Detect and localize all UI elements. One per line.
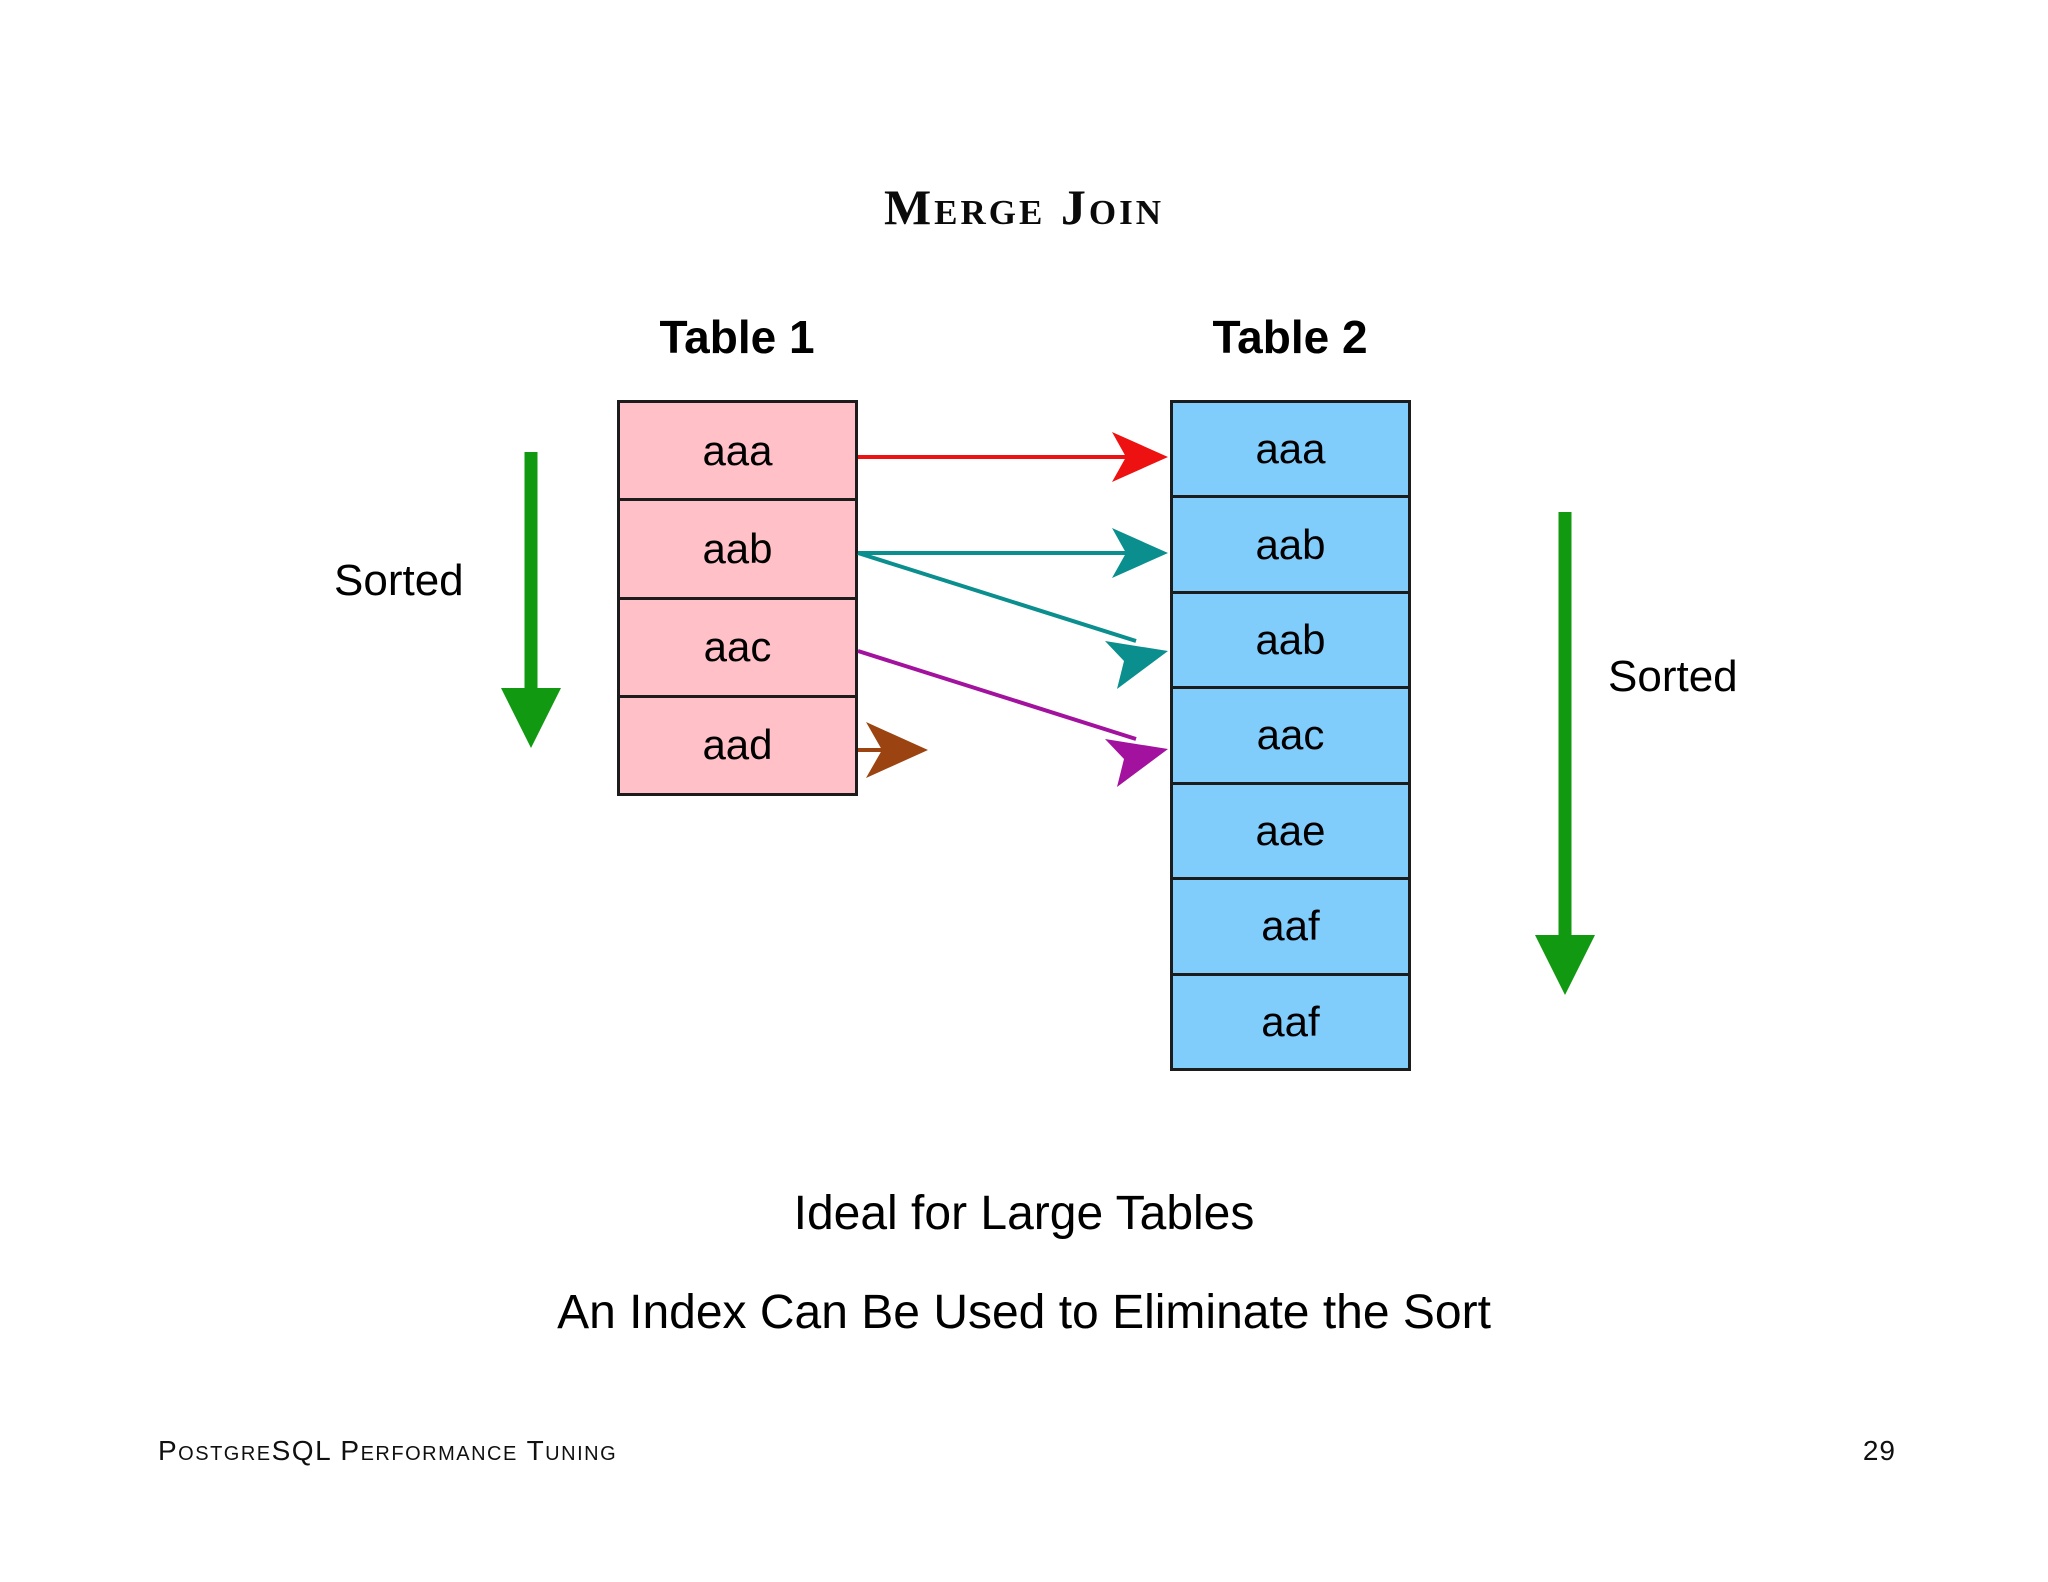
table-row: aab bbox=[1173, 594, 1408, 690]
table-row: aae bbox=[1173, 785, 1408, 881]
table-row: aaf bbox=[1173, 880, 1408, 976]
table-2-caption: Table 2 bbox=[1212, 311, 1368, 363]
page-number: 29 bbox=[1862, 1435, 1896, 1466]
footer-title: PostgreSQL Performance Tuning bbox=[158, 1435, 618, 1466]
sorted-label-right: Sorted bbox=[1608, 652, 1738, 701]
note-line-1: Ideal for Large Tables bbox=[793, 1187, 1255, 1240]
table-2: aaa aab aab aac aae aaf aaf bbox=[1170, 400, 1411, 1071]
join-arrow-aac-to-aac bbox=[857, 649, 1168, 787]
table-1-caption: Table 1 bbox=[659, 311, 815, 363]
table-row: aac bbox=[1173, 689, 1408, 785]
note-line-2: An Index Can Be Used to Eliminate the So… bbox=[557, 1286, 1491, 1339]
table-row: aad bbox=[702, 721, 773, 769]
sorted-down-arrow-right-icon bbox=[1535, 512, 1595, 995]
unmatched-arrow-aad-icon bbox=[858, 722, 928, 778]
join-arrow-aaa-to-aaa bbox=[858, 432, 1168, 482]
sorted-down-arrow-left-icon bbox=[501, 452, 561, 748]
table-row: aaa bbox=[620, 403, 855, 502]
join-arrow-aab-to-aab-first bbox=[858, 528, 1168, 578]
sorted-label-left: Sorted bbox=[334, 556, 464, 605]
table-1: aaa aab aac aad bbox=[617, 400, 858, 796]
table-row: aaa bbox=[1173, 403, 1408, 499]
table-row: aac bbox=[620, 600, 855, 698]
table-row: aab bbox=[620, 501, 855, 600]
slide-title: Merge Join bbox=[883, 179, 1164, 235]
table-row: aab bbox=[1173, 498, 1408, 594]
table-row: aaf bbox=[1261, 997, 1320, 1045]
join-arrow-aab-to-aab-second bbox=[857, 551, 1168, 689]
